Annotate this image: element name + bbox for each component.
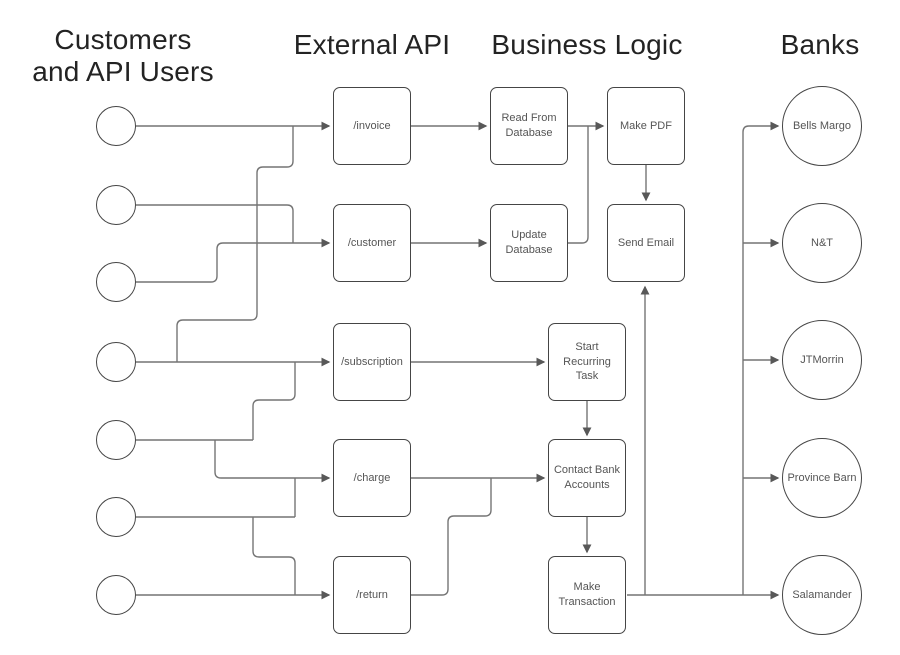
edge-row5-charge — [214, 440, 331, 483]
edge-branch-invoice-row-to-subscription-row — [176, 126, 294, 362]
column-header-customers-line2: and API Users — [32, 56, 214, 87]
edge-branch-subscription-row-to-row5 — [252, 362, 296, 440]
column-header-customers-line1: Customers — [54, 24, 192, 55]
column-header-customers: Customers and API Users — [3, 24, 243, 88]
edge-trunk-bells-margo — [742, 121, 780, 595]
column-header-banks: Banks — [780, 29, 860, 60]
edge-return-merge-contact-bank — [411, 478, 492, 596]
edge-customer3-customer-endpoint — [136, 238, 331, 283]
edge-customer2-merge-customer-endpoint — [136, 204, 294, 243]
edge-update-db-merge-make-pdf — [568, 126, 589, 244]
column-header-business-logic: Business Logic — [491, 29, 683, 60]
edge-branch-row6-to-row7 — [252, 517, 296, 595]
column-header-external-api: External API — [293, 29, 451, 60]
